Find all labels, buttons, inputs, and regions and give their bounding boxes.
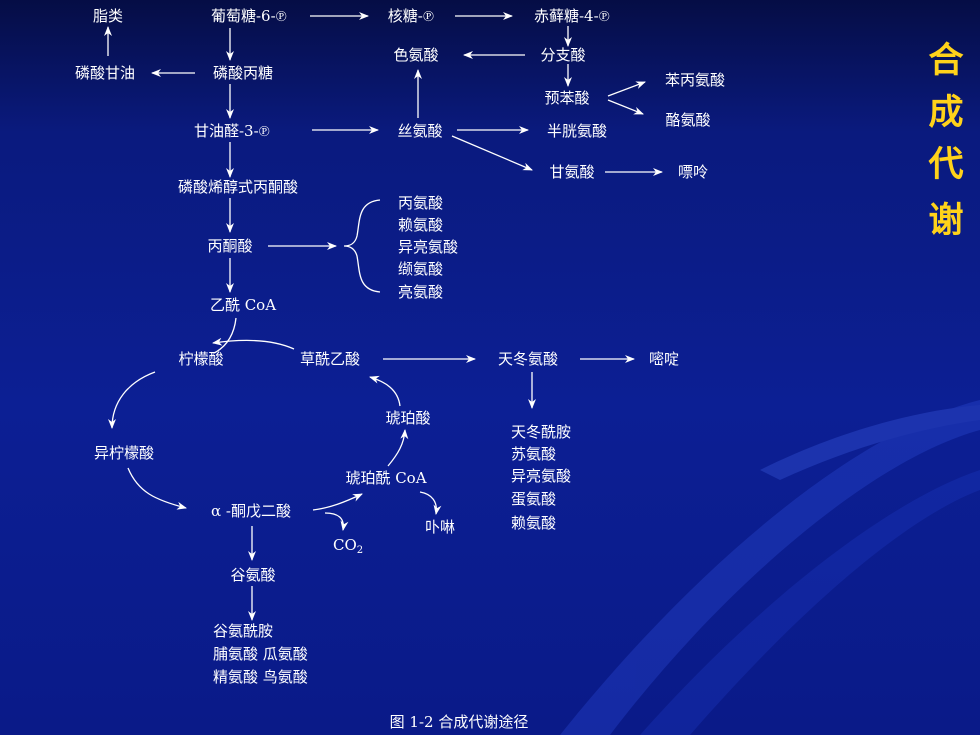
arrow-prephenate-tyr — [607, 99, 644, 115]
node-ribose: 核糖-℗ — [388, 7, 434, 25]
side-title-char: 谢 — [928, 201, 963, 241]
node-succinyl-coa: 琥珀酰 CoA — [345, 469, 426, 487]
arrow-succinate-oaa — [369, 375, 401, 407]
arrow-isocitrate-akg — [127, 467, 187, 510]
node-asp-product: 赖氨酸 — [511, 514, 556, 532]
node-prephenate: 预苯酸 — [544, 89, 589, 107]
pathway-labels: 脂类 葡萄糖-6-℗ 核糖-℗ 赤藓糖-4-℗ 磷酸甘油 磷酸丙糖 色氨酸 分支… — [75, 7, 725, 686]
node-phenylalanine: 苯丙氨酸 — [665, 71, 725, 89]
arrow-oaa-citrate — [212, 337, 295, 350]
node-tyrosine: 酪氨酸 — [665, 111, 710, 129]
node-triose-phosphate: 磷酸丙糖 — [213, 64, 273, 82]
node-serine: 丝氨酸 — [397, 122, 442, 140]
node-pyr-product: 缬氨酸 — [398, 260, 443, 278]
node-glu-product: 精氨酸 鸟氨酸 — [213, 668, 308, 686]
node-cysteine: 半胱氨酸 — [547, 122, 607, 140]
node-erythrose: 赤藓糖-4-℗ — [534, 7, 610, 25]
line-acoa-citrate — [213, 317, 237, 354]
figure-caption: 图 1-2 合成代谢途径 — [390, 713, 529, 731]
node-porphyrin: 卟啉 — [425, 518, 455, 536]
node-chorismate: 分支酸 — [540, 46, 585, 64]
arrow-akg-co2 — [324, 512, 349, 531]
brace-pyr-products — [343, 199, 381, 293]
co2-subscript: 2 — [357, 545, 363, 556]
node-succinate: 琥珀酸 — [385, 409, 430, 427]
side-title-char: 成 — [928, 93, 963, 133]
arrow-citrate-isocitrate — [108, 371, 156, 429]
co2-main: CO — [333, 536, 357, 554]
arrow-prephenate-phe — [607, 81, 646, 97]
node-isocitrate: 异柠檬酸 — [94, 444, 154, 462]
node-pyr-product: 异亮氨酸 — [398, 238, 458, 256]
arrow-succoa-succinate — [387, 429, 409, 467]
node-pyruvate: 丙酮酸 — [207, 237, 252, 255]
node-asp-product: 异亮氨酸 — [511, 467, 571, 485]
node-oxaloacetate: 草酰乙酸 — [300, 350, 360, 368]
node-glu-product: 脯氨酸 瓜氨酸 — [213, 645, 308, 663]
arrow-succoa-porphyrin — [419, 491, 442, 515]
node-fat: 脂类 — [93, 7, 123, 25]
node-glycerol-phosphate: 磷酸甘油 — [75, 64, 135, 82]
node-acetyl-coa: 乙酰 CoA — [210, 296, 276, 314]
node-pyr-product: 丙氨酸 — [398, 194, 443, 212]
node-asp-product: 苏氨酸 — [511, 445, 556, 463]
side-title-char: 合 — [928, 41, 963, 81]
node-asp-product: 天冬酰胺 — [511, 423, 571, 441]
node-co2: CO2 — [333, 536, 363, 556]
node-glutamate: 谷氨酸 — [230, 566, 275, 584]
side-title: 合 成 代 谢 — [927, 41, 963, 241]
node-glu-product: 谷氨酰胺 — [213, 622, 273, 640]
arrow-ser-gly — [451, 135, 533, 171]
node-purine: 嘌呤 — [678, 163, 708, 181]
node-glycine: 甘氨酸 — [549, 163, 594, 181]
decorative-swoosh — [560, 400, 980, 735]
node-tryptophan: 色氨酸 — [393, 46, 438, 64]
node-pyr-product: 亮氨酸 — [398, 283, 443, 301]
node-g6p: 葡萄糖-6-℗ — [211, 7, 287, 25]
node-g3p: 甘油醛-3-℗ — [194, 122, 270, 140]
node-aspartate: 天冬氨酸 — [498, 350, 558, 368]
node-citrate: 柠檬酸 — [178, 350, 223, 368]
arrow-akg-succoa — [312, 493, 363, 511]
node-pyr-product: 赖氨酸 — [398, 216, 443, 234]
node-pep: 磷酸烯醇式丙酮酸 — [178, 178, 298, 196]
node-alpha-ketoglutarate: α -酮戊二酸 — [211, 502, 291, 520]
side-title-char: 代 — [927, 145, 963, 185]
node-pyrimidine: 嘧啶 — [649, 350, 679, 368]
pathway-arrows — [104, 12, 663, 621]
node-asp-product: 蛋氨酸 — [511, 490, 556, 508]
